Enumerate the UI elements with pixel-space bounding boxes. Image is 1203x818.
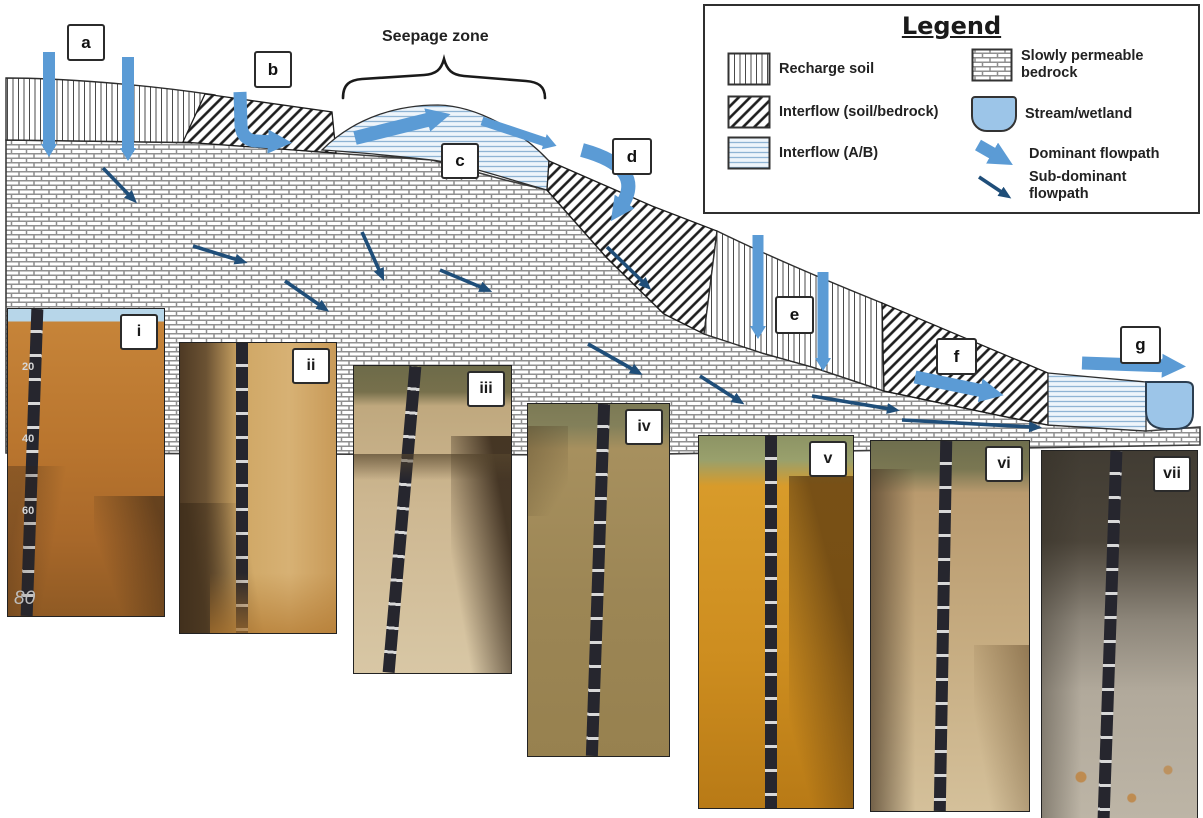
photo-shadow [1052, 749, 1197, 818]
flowpath-marker-e: e [775, 296, 814, 334]
measuring-tape [765, 436, 777, 808]
measuring-tape [236, 343, 248, 633]
photo-shadow [789, 476, 853, 808]
legend-item-label: Recharge soil [779, 60, 875, 77]
recharge-soil-upslope [5, 77, 219, 144]
legend-item-dominant-flowpath: Dominant flowpath [971, 137, 1179, 171]
measuring-tape [933, 441, 953, 811]
interflow-ab-footslope [1047, 372, 1147, 432]
legend-item-stream-wetland: Stream/wetland [971, 96, 1160, 132]
profile-marker-iv: iv [625, 409, 663, 445]
interflow-ab-swatch [727, 136, 771, 170]
legend-item-interflow-soil-bedrock: Interflow (soil/bedrock) [727, 95, 964, 129]
sub-arrow-6 [605, 245, 652, 290]
dominant-arrow-f [913, 370, 1004, 403]
sub-arrow-5 [439, 268, 493, 292]
legend-item-label: Interflow (A/B) [779, 144, 879, 161]
seepage-zone-brace [341, 54, 547, 100]
dominant-arrow-c2 [480, 116, 557, 150]
stream-wetland [1145, 381, 1194, 430]
measuring-tape [20, 309, 44, 616]
photo-shadow [354, 454, 511, 480]
legend-item-label: Sub-dominant flowpath [1029, 169, 1127, 202]
soil-profile-photo-ii: ii [179, 342, 337, 634]
soil-profile-photo-iii: iii [353, 365, 512, 674]
dominant-arrow-c1 [353, 108, 451, 145]
sub-arrow-2 [192, 244, 248, 265]
soil-profile-photo-vi: vi [870, 440, 1030, 812]
legend-title: Legend [901, 12, 1002, 40]
stream-wetland-swatch [971, 96, 1017, 132]
tape-scale-mark: 40 [22, 433, 35, 445]
interflow-soil-bedrock-upslope [182, 93, 337, 154]
sub-arrow-3 [283, 279, 330, 312]
recharge-soil-swatch [727, 52, 771, 86]
photo-shadow [974, 644, 1029, 811]
legend-item-sub-dominant-flowpath: Sub-dominant flowpath [971, 169, 1139, 203]
legend-item-label: Stream/wetland [1025, 105, 1133, 122]
profile-marker-vi: vi [985, 446, 1023, 482]
photo-shadow [871, 469, 923, 811]
flowpath-marker-b: b [254, 51, 292, 88]
soil-profile-photo-v: v [698, 435, 854, 809]
legend-item-label: Interflow (soil/bedrock) [779, 103, 939, 120]
photo-shadow [210, 573, 336, 633]
dominant-arrow-g [1081, 353, 1186, 378]
photo-shadow [451, 436, 511, 673]
legend-panel: Legend Recharge soil Interflow (soil/bed… [703, 4, 1200, 214]
legend-item-slowly-permeable-bedrock: Slowly permeable bedrock [971, 48, 1156, 82]
tape-scale-mark: 20 [22, 361, 35, 373]
flowpath-marker-g: g [1120, 326, 1161, 364]
sub-arrow-9 [811, 394, 900, 414]
sub-dominant-flowpath-arrow-icon [978, 175, 1012, 199]
sub-arrow-4 [360, 231, 385, 282]
legend-item-label: Slowly permeable bedrock [1021, 48, 1144, 81]
flowpath-marker-f: f [936, 338, 977, 375]
interflow-soil-bedrock-swatch [727, 95, 771, 129]
profile-marker-i: i [120, 314, 158, 350]
slowly-permeable-bedrock-swatch [971, 48, 1013, 82]
profile-marker-vii: vii [1153, 456, 1191, 492]
profile-marker-v: v [809, 441, 847, 477]
sub-arrow-8 [699, 374, 745, 405]
legend-item-interflow-ab: Interflow (A/B) [727, 136, 909, 170]
soil-profile-photo-iv: iv [527, 403, 670, 757]
soil-profile-photo-vii: vii [1041, 450, 1198, 818]
tape-scale-mark: 60 [22, 505, 35, 517]
measuring-tape [1097, 451, 1123, 818]
soil-profile-photo-i: 20 40 60 80 i [7, 308, 165, 617]
legend-item-label: Dominant flowpath [1029, 145, 1160, 162]
seepage-zone-label: Seepage zone [382, 28, 489, 45]
sub-arrow-7 [587, 342, 643, 375]
measuring-tape [585, 404, 611, 756]
flowpath-marker-c: c [441, 143, 479, 179]
flowpath-marker-a: a [67, 24, 105, 61]
measuring-tape [382, 366, 422, 673]
photo-shadow [528, 426, 568, 516]
photo-shadow [1042, 451, 1088, 818]
dominant-arrow-b [233, 91, 292, 154]
profile-marker-iii: iii [467, 371, 505, 407]
flowpath-marker-d: d [612, 138, 652, 175]
profile-marker-ii: ii [292, 348, 330, 384]
legend-item-recharge-soil: Recharge soil [727, 52, 889, 86]
dominant-flowpath-arrow-icon [975, 139, 1013, 165]
interflow-soil-bedrock-midslope [546, 160, 718, 335]
photo-shadow [180, 503, 270, 633]
sub-arrow-10 [901, 418, 1042, 433]
tape-scale-mark: 80 [14, 588, 36, 609]
sub-arrow-1 [101, 166, 137, 204]
photo-shadow [94, 496, 164, 616]
